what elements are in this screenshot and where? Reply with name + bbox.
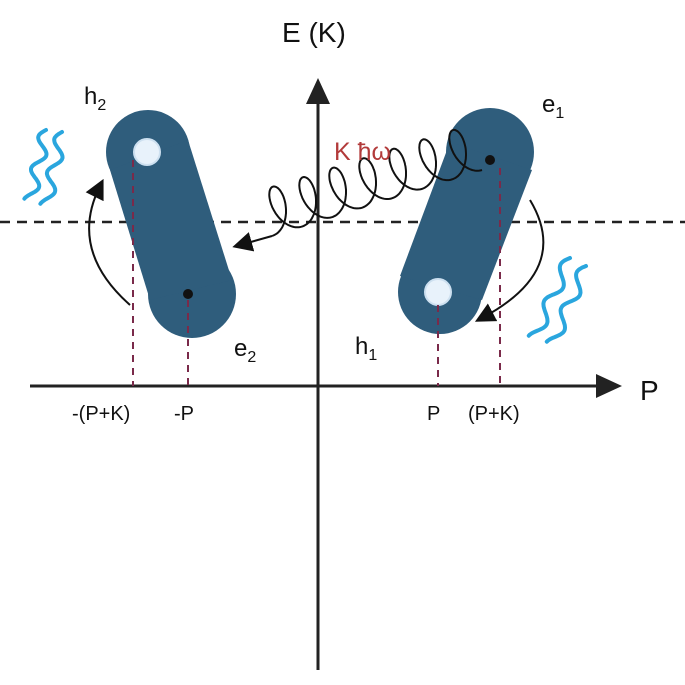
label-e1: e1 [542,91,564,122]
hole-h1 [424,278,452,306]
right-wave-lines [526,256,588,344]
electron-e2 [183,289,193,299]
left-wave-lines [22,128,65,206]
label-e2: e2 [234,335,256,366]
electron-e1 [485,155,495,165]
photon-arrow [232,232,273,252]
momentum-guides [132,160,501,386]
photon-spring [268,128,483,237]
tick-neg-p: -P [174,403,194,425]
label-h2: h2 [84,83,106,114]
x-axis-label: P [640,375,659,406]
left-exciton-shape [106,110,236,338]
photon-energy-label: K ħω [334,138,391,166]
label-h1: h1 [355,333,377,364]
x-axis-arrowhead [596,374,622,398]
tick-p: P [427,403,440,425]
tick-neg-p-plus-k: -(P+K) [72,403,130,425]
right-curved-arrow [474,199,545,322]
tick-p-plus-k: (P+K) [468,403,520,425]
y-axis-label: E (K) [282,17,346,48]
left-curved-arrow [85,178,131,306]
y-axis-arrowhead [306,78,330,104]
hole-h2 [133,138,161,166]
